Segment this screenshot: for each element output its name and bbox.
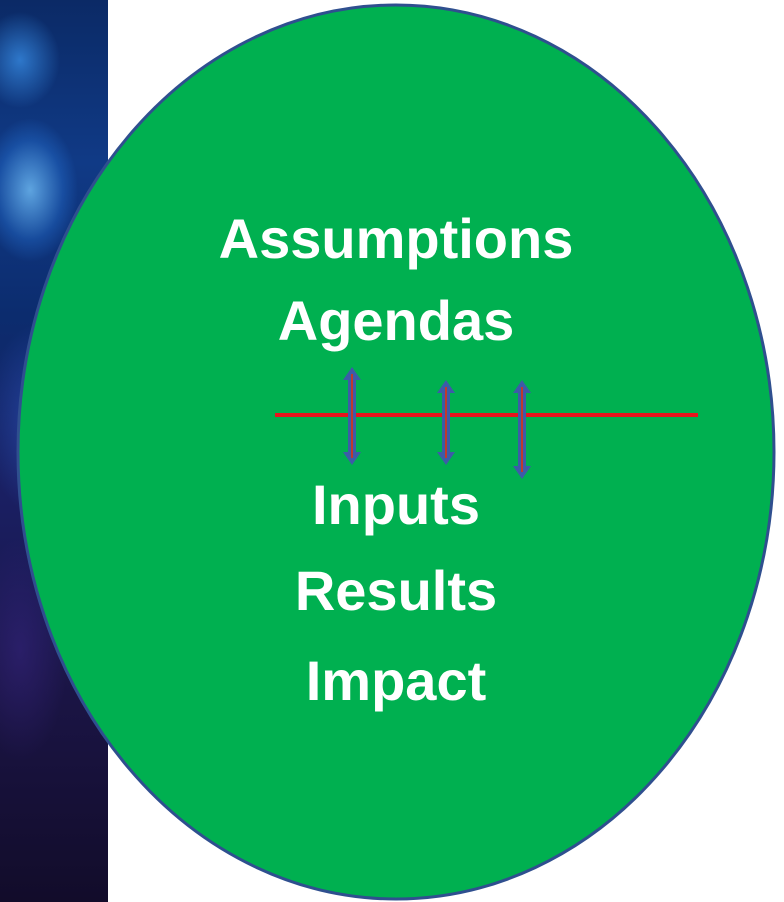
label-inputs: Inputs [312, 473, 480, 536]
label-impact: Impact [306, 649, 487, 712]
double-arrow-3 [513, 380, 531, 479]
label-assumptions: Assumptions [219, 207, 574, 270]
label-results: Results [295, 559, 497, 622]
double-arrow-1 [343, 367, 361, 465]
green-ellipse [16, 3, 776, 901]
label-agendas: Agendas [278, 289, 515, 352]
double-arrow-2 [437, 380, 455, 465]
